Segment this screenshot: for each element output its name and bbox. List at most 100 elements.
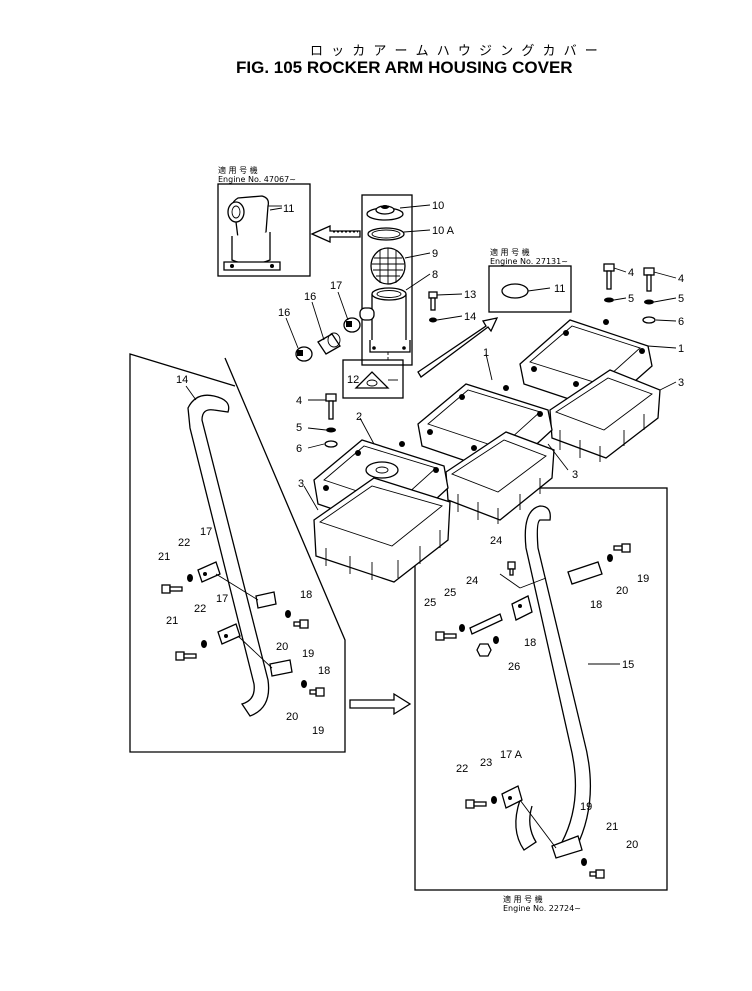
inset-box-breather-10a (217, 183, 311, 277)
callout-19-right-top: 19 (637, 573, 649, 585)
inset-box-packing-11b (342, 359, 404, 399)
callout-3-a: 3 (678, 377, 684, 389)
callout-24-left: 25 (424, 597, 436, 609)
washer-22-left-a (187, 574, 193, 582)
clamp-18-left-a (255, 591, 277, 609)
hose-15 (317, 332, 341, 355)
leader (237, 635, 273, 669)
callout-21-right: 22 (456, 763, 468, 775)
arrow-diagonal-icon (417, 317, 499, 378)
callout-19-left-a: 19 (302, 648, 314, 660)
bolt-12 (428, 291, 438, 311)
inset-box-packing-11 (488, 265, 572, 313)
washer-25-b (493, 636, 499, 644)
callout-6-a: 6 (678, 316, 684, 328)
note-jp: 適 用 号 機 (490, 248, 530, 257)
left-detail-frame (129, 353, 346, 753)
callout-10a: 11 (283, 203, 294, 215)
callout-1-a: 1 (678, 343, 684, 355)
callout-16-a: 16 (278, 307, 290, 319)
clamp-17a (511, 595, 533, 621)
callout-19-right-bottom: 20 (626, 839, 638, 851)
bolt-19-right-bottom (589, 869, 605, 879)
clamp-16-b (343, 317, 361, 333)
callout-21-left-b: 21 (166, 615, 178, 627)
washer-20-left-a (285, 610, 291, 618)
washer-25-a (459, 624, 465, 632)
clamp-18-left-b (269, 659, 293, 677)
clamp-18-right-top (567, 561, 603, 585)
washer-13 (429, 317, 437, 323)
bolt-19-left-b (309, 687, 325, 697)
clamp-16-a (295, 346, 313, 362)
bolt-21-left-a (161, 584, 183, 594)
title-japanese: ロ ッ カ ア ー ム ハ ウ ジ ン グ カ バ ー (310, 44, 600, 59)
washer-22-left-b (201, 640, 207, 648)
callout-11-right: 11 (554, 283, 565, 295)
callout-25-a: 25 (444, 587, 456, 599)
callout-25-b: 26 (508, 661, 520, 673)
leader-lines (185, 204, 677, 665)
arrow-right-icon (349, 692, 412, 716)
hose-14-right (515, 505, 591, 851)
clamp-18-right-bottom (551, 835, 583, 859)
callout-6-b: 6 (296, 443, 302, 455)
callout-18-right-bottom: 19 (580, 801, 592, 813)
callout-3-b: 3 (572, 469, 578, 481)
callout-18-left-b: 18 (318, 665, 330, 677)
callout-17-right: 17 A (500, 749, 523, 761)
callout-17a: 18 (524, 637, 536, 649)
callout-14-left: 14 (176, 374, 188, 386)
housing-front (313, 477, 451, 583)
note-jp: 適 用 号 機 (218, 166, 258, 175)
callout-23: 24 (466, 575, 478, 587)
callout-19-left-b: 19 (312, 725, 324, 737)
callout-7: 8 (432, 269, 438, 281)
engine-note-22724: 適 用 号 機 Engine No. 22724~ (503, 895, 581, 913)
callout-3-c: 3 (298, 478, 304, 490)
callout-11-left: 12 (347, 374, 359, 386)
callout-9: 10 (432, 200, 444, 212)
note-en: Engine No. 27131~ (490, 257, 568, 266)
bolt-19-right-top (613, 543, 631, 553)
callout-5-a: 5 (628, 293, 634, 305)
callout-5-b: 5 (678, 293, 684, 305)
callout-20-left-a: 20 (276, 641, 288, 653)
leader (499, 573, 521, 589)
callout-20-right-bottom: 21 (606, 821, 618, 833)
breather-element-8 (370, 247, 406, 285)
right-detail-frame (414, 487, 668, 891)
callout-24-top: 24 (490, 535, 502, 547)
callout-20-left-b: 20 (286, 711, 298, 723)
callout-17-left-a: 17 (200, 526, 212, 538)
bolt-19-left-a (293, 619, 309, 629)
callout-8: 9 (432, 248, 438, 260)
callout-10: 10 A (432, 225, 455, 237)
engine-note-27131: 適 用 号 機 Engine No. 27131~ (490, 248, 568, 266)
breather-ring-10 (367, 227, 405, 241)
washer-22-right (491, 796, 497, 804)
callout-4-a: 4 (628, 267, 634, 279)
clamp-17-left-b (217, 623, 241, 645)
nut-26 (476, 643, 492, 657)
callout-4-c: 4 (296, 395, 302, 407)
bolt-21-right (465, 799, 487, 809)
callout-4-b: 4 (678, 273, 684, 285)
leader (215, 573, 259, 601)
note-en: Engine No. 47067~ (218, 175, 296, 184)
leader (519, 577, 547, 589)
note-en: Engine No. 22724~ (503, 904, 581, 913)
breather-assembly-box (361, 194, 413, 366)
callout-15: 16 (304, 291, 316, 303)
callout-12: 13 (464, 289, 476, 301)
callout-21-left-a: 21 (158, 551, 170, 563)
callout-22-right: 23 (480, 757, 492, 769)
packing-11-small (354, 371, 390, 389)
bolt-4-left (324, 393, 338, 448)
housing-rear (549, 369, 661, 462)
callout-16-b: 17 (330, 280, 342, 292)
bolt-24-left (435, 631, 457, 641)
hose-14-left (187, 394, 270, 717)
callout-13: 14 (464, 311, 476, 323)
